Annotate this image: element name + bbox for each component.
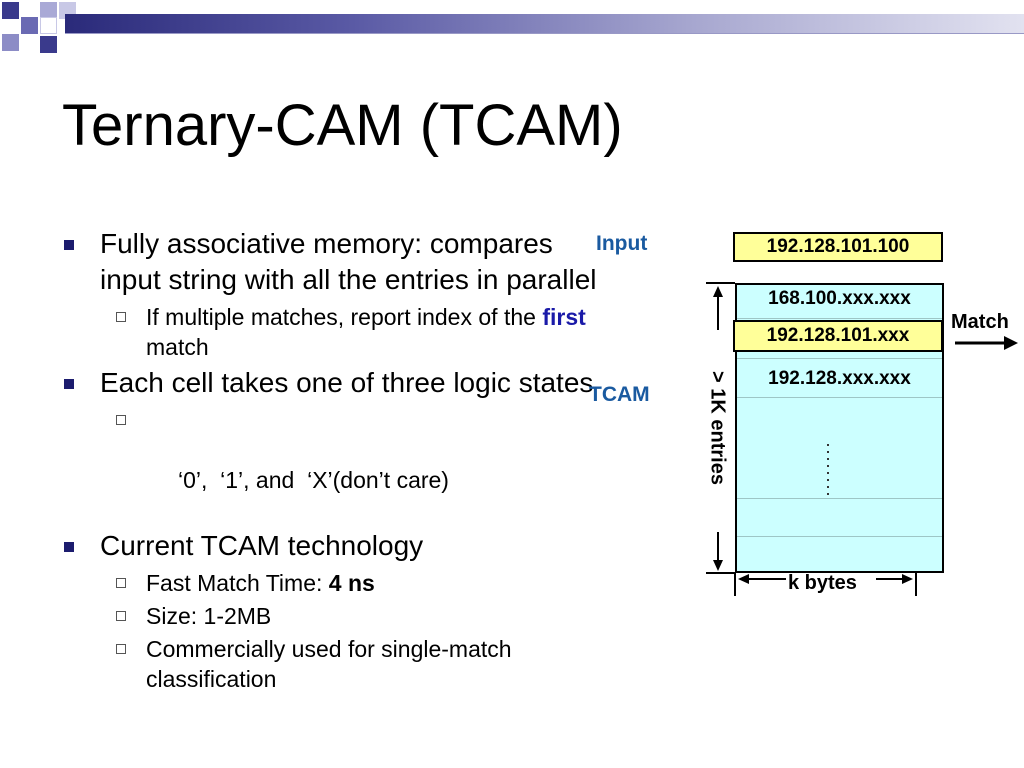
bullet-list: Fully associative memory: compares input… <box>60 226 605 697</box>
decor-square-1 <box>2 2 19 19</box>
hollow-square-bullet-icon <box>116 578 126 588</box>
sub-bullet-text: Size: 1-2MB <box>146 603 272 629</box>
bullet-logic-states: Each cell takes one of three logic state… <box>60 365 605 401</box>
first-emphasis: first <box>542 304 586 330</box>
sub-bullet-text: ‘0’, ‘1’, and ‘X’(don’t care) <box>171 467 449 493</box>
match-time-value: 4 ns <box>328 570 375 596</box>
row-divider <box>737 318 942 319</box>
header-rule <box>65 33 1024 34</box>
bullet-associative-memory: Fully associative memory: compares input… <box>60 226 605 298</box>
decor-square-2 <box>40 2 57 19</box>
hollow-square-bullet-icon <box>116 312 126 322</box>
row-divider <box>737 397 942 398</box>
decor-square-6 <box>2 34 19 51</box>
square-bullet-icon <box>64 542 74 552</box>
tcam-entry-2-match: 192.128.101.xxx <box>733 320 943 352</box>
bullet-text: Each cell takes one of three logic state… <box>100 367 594 398</box>
input-value-box: 192.128.101.100 <box>733 232 943 262</box>
bullet-text: Current TCAM technology <box>100 530 424 561</box>
hollow-square-bullet-icon <box>116 644 126 654</box>
arrow-down-icon <box>713 532 723 571</box>
vertical-ellipsis <box>827 444 829 500</box>
sub-bullet-multiple-matches: If multiple matches, report index of the… <box>60 302 605 362</box>
match-arrow-icon <box>955 336 1018 350</box>
row-divider <box>737 498 942 499</box>
slide-title: Ternary-CAM (TCAM) <box>62 93 623 158</box>
decor-square-7 <box>40 36 57 53</box>
arrow-up-icon <box>713 286 723 330</box>
square-bullet-icon <box>64 240 74 250</box>
sub-bullet-match-time: Fast Match Time: 4 ns <box>60 568 605 598</box>
sub-bullet-text: Commercially used for single-match class… <box>146 636 512 692</box>
row-divider <box>737 536 942 537</box>
sub-bullet-states: ‘0’, ‘1’, and ‘X’(don’t care) <box>60 405 605 525</box>
decor-square-5 <box>40 17 57 34</box>
arrow-right-icon <box>876 574 913 584</box>
tcam-label: TCAM <box>589 383 650 406</box>
bullet-current-technology: Current TCAM technology <box>60 528 605 564</box>
match-label: Match <box>951 311 1009 333</box>
bullet-text: Fully associative memory: compares input… <box>100 228 597 295</box>
sub-bullet-commercial-use: Commercially used for single-match class… <box>60 634 605 694</box>
sub-bullet-text-post: match <box>146 334 209 360</box>
square-bullet-icon <box>64 379 74 389</box>
arrow-left-icon <box>738 574 786 584</box>
tcam-entry-3: 192.128.xxx.xxx <box>768 368 911 389</box>
width-label: k bytes <box>788 572 857 594</box>
decor-square-4 <box>21 17 38 34</box>
header-band <box>65 14 1024 34</box>
row-divider <box>737 358 942 359</box>
tcam-entry-1: 168.100.xxx.xxx <box>768 288 911 309</box>
input-label: Input <box>596 232 648 255</box>
sub-bullet-text-pre: Fast Match Time: <box>146 570 329 596</box>
hollow-square-bullet-icon <box>116 611 126 621</box>
sub-bullet-size: Size: 1-2MB <box>60 601 605 631</box>
hollow-square-bullet-icon <box>116 415 126 425</box>
sub-bullet-text-pre: If multiple matches, report index of the <box>146 304 543 330</box>
